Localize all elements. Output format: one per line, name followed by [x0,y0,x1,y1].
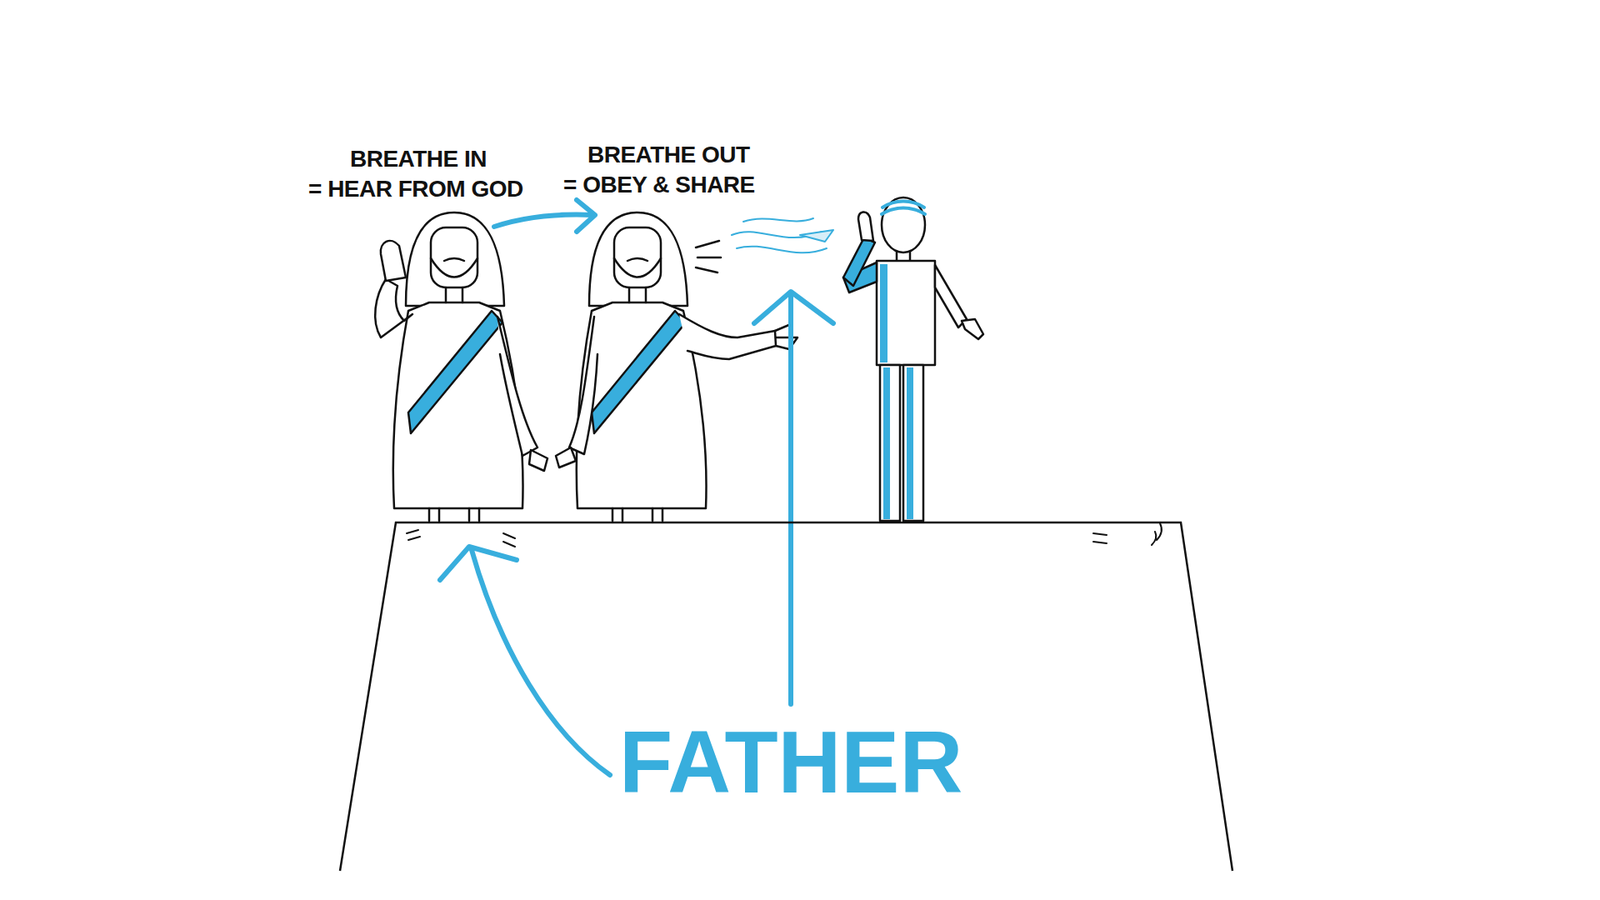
blue-arrows [440,200,834,775]
jesus-figure-listening [375,212,548,521]
platform-title: FATHER [619,718,963,806]
breath-lines [731,218,834,253]
platform-marks [406,523,1162,547]
jesus-figure-speaking [555,212,798,521]
platform-node: FATHER [340,522,1233,871]
platform-edge [340,522,1233,871]
caption-label: BREATHE OUT [587,142,750,169]
caption-label: = OBEY & SHARE [563,172,755,199]
caption-label: = HEAR FROM GOD [308,176,524,203]
platform-outline [340,522,1233,871]
listener-figure [843,197,984,521]
caption-label: BREATHE IN [350,146,487,173]
